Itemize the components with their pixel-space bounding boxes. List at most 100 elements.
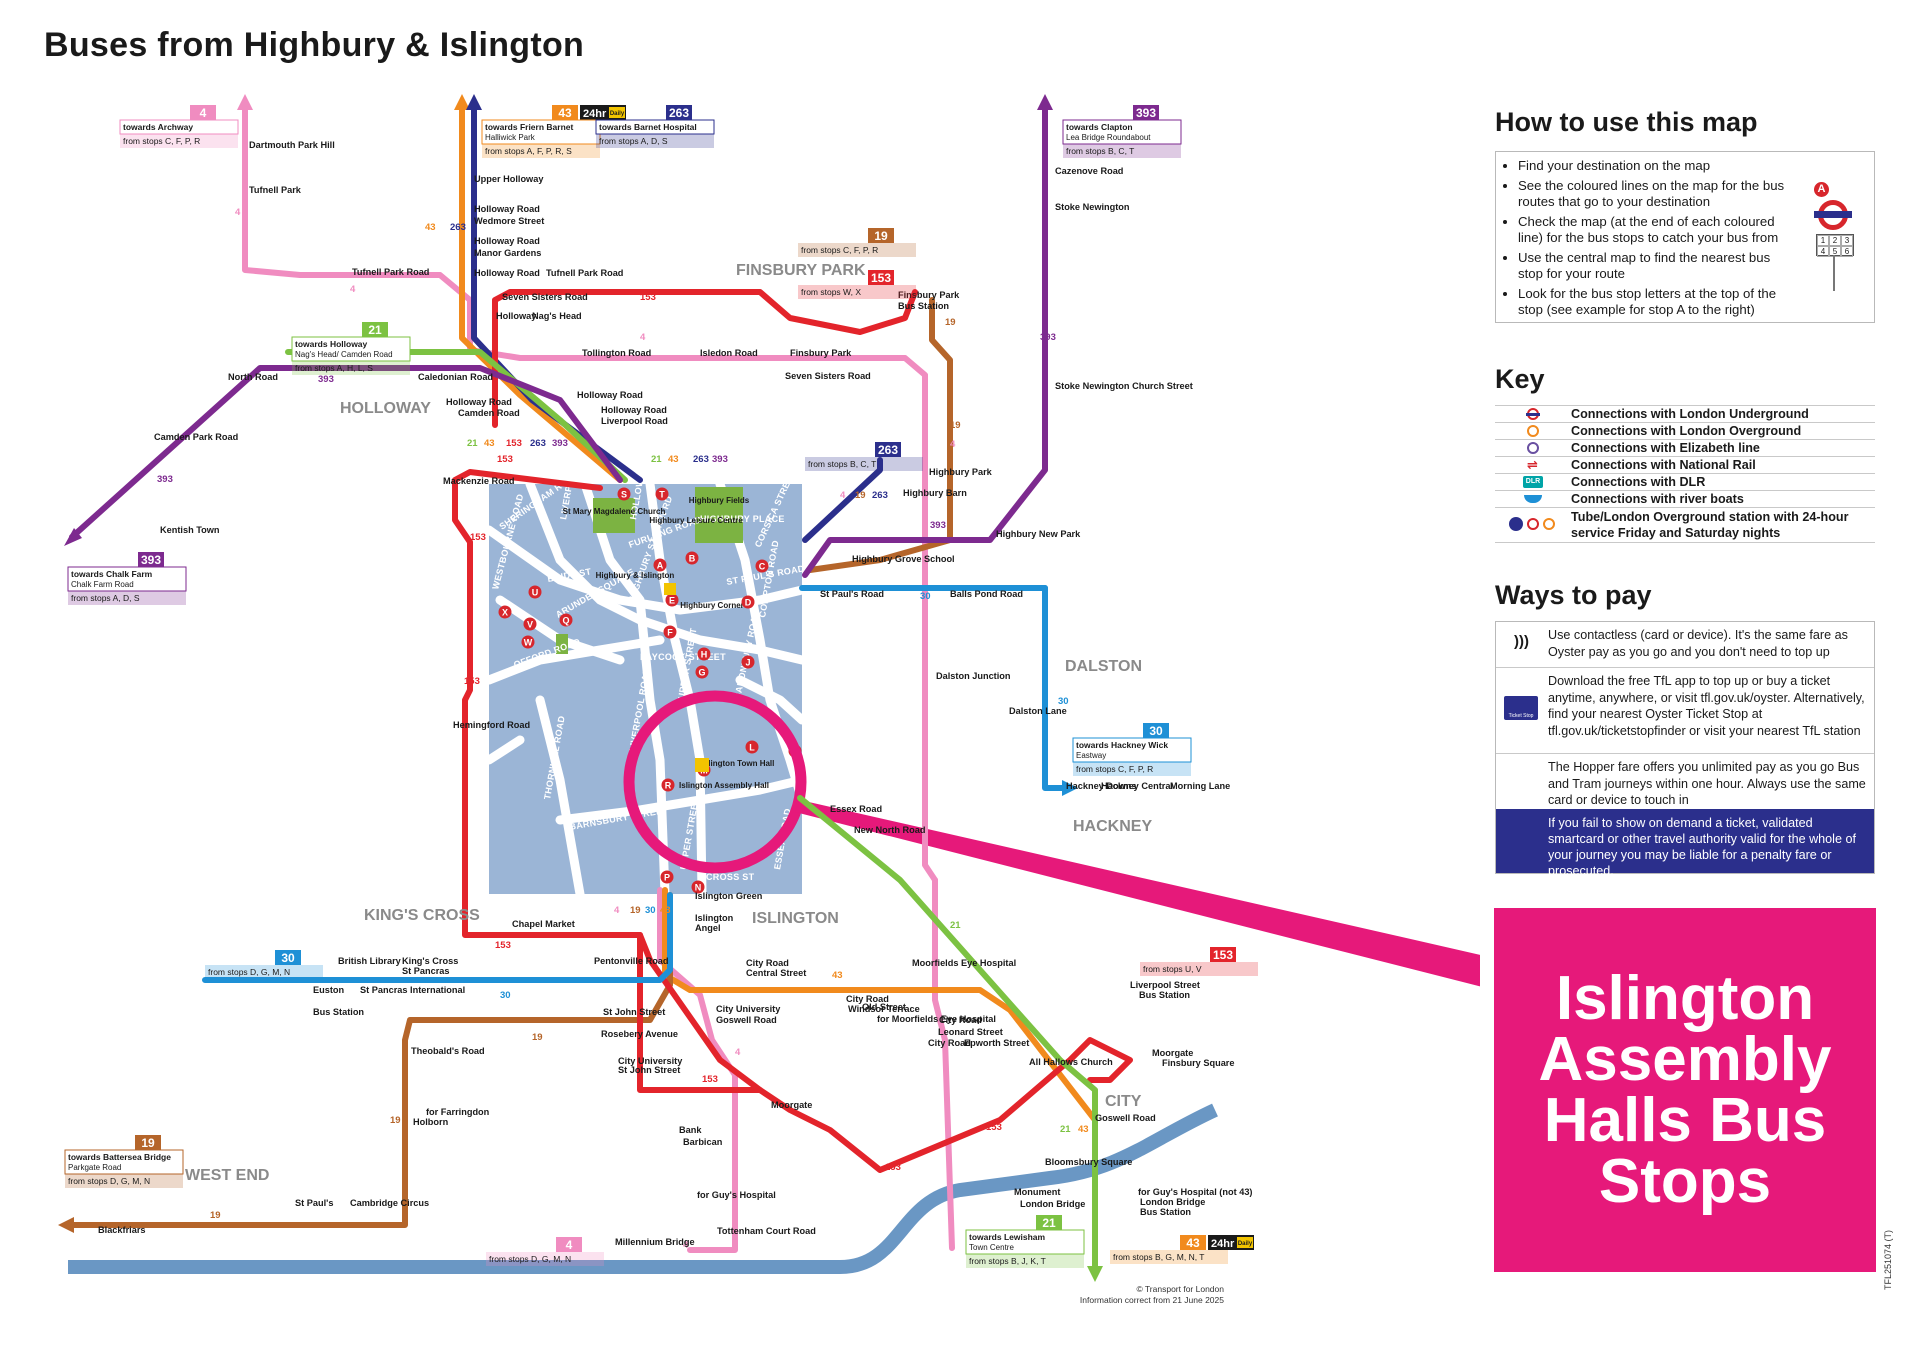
route-box-stops: [68, 591, 186, 605]
info-date: Information correct from 21 June 2025: [1079, 1295, 1224, 1305]
bus-stop-marker: [528, 585, 542, 599]
place-label: St Pancras International: [360, 985, 465, 995]
elizabeth-line-icon: [1527, 442, 1539, 454]
bus-stop-marker: [559, 613, 573, 627]
route-number: 393: [1040, 332, 1056, 343]
place-label: Bus Station: [313, 1007, 364, 1017]
route-box-sub: Town Centre: [969, 1243, 1014, 1252]
route-number-badge: [868, 228, 894, 243]
bus-stop-marker: [755, 559, 769, 573]
bus-stop-letter: V: [527, 620, 533, 630]
place-label: Caledonian Road: [418, 372, 493, 382]
place-label: St Paul's Road: [820, 589, 884, 599]
route-line: [1042, 585, 1068, 791]
route-number: 19: [950, 420, 961, 431]
place-label: Millennium Bridge: [615, 1237, 695, 1247]
underground-icon: [1527, 518, 1539, 530]
bus-stop-marker: [660, 870, 674, 884]
river-boat-icon: [1524, 495, 1542, 503]
place-label: Monument: [1014, 1187, 1060, 1197]
bus-stop-letter: R: [665, 781, 672, 791]
place-label: Central Street: [746, 968, 806, 978]
stop-pole: [1833, 255, 1835, 291]
route-number-label: 30: [1149, 724, 1163, 738]
bus-stop-letter: B: [689, 554, 696, 564]
dlr-icon: DLR: [1523, 476, 1543, 488]
pay-row-hopper: The Hopper fare offers you unlimited pay…: [1496, 754, 1874, 809]
route-number: 4: [735, 1047, 741, 1058]
bus-stop-letter: C: [759, 562, 766, 572]
route-box-towards: [481, 119, 601, 145]
place-label: Goswell Road: [1095, 1113, 1156, 1123]
route-number-badge: [1133, 105, 1159, 120]
bus-stop-letter: Q: [562, 616, 569, 626]
route-box-stops: [1110, 1250, 1228, 1264]
route-box-stops-text: from stops C, F, P, R: [123, 136, 200, 146]
route-number: 21: [467, 438, 478, 449]
route-box-stops: [1063, 144, 1181, 158]
bus-stop-marker: [663, 625, 677, 639]
route-box-stops-text: from stops A, H, L, S: [295, 363, 373, 373]
bus-stop-letter: X: [502, 608, 508, 618]
how-to-step: Look for the bus stop letters at the top…: [1518, 286, 1796, 319]
route-box-towards-text: towards Barnet Hospital: [599, 122, 697, 132]
place-label: Blackfriars: [98, 1225, 146, 1235]
route-number: 30: [645, 905, 656, 916]
route-box-towards-text: towards Archway: [123, 122, 193, 132]
place-label: Holloway Road: [446, 397, 512, 407]
bus-stop-marker: [617, 487, 631, 501]
bus-stop-marker: [691, 880, 705, 894]
place-label: Holloway: [496, 311, 537, 321]
bus-stop-letter: T: [659, 490, 665, 500]
bus-stop-letter: H: [701, 650, 708, 660]
hopper-text: The Hopper fare offers you unlimited pay…: [1548, 760, 1866, 807]
place-label: St John Street: [618, 1065, 680, 1075]
route-number: 153: [506, 438, 522, 449]
route-number: 43: [484, 438, 495, 449]
place-label: Highbury Grove School: [852, 554, 955, 564]
place-label: London Bridge: [1020, 1199, 1085, 1209]
place-label: Essex Road: [830, 804, 882, 814]
landmark-label: Highbury Corner: [680, 601, 744, 610]
bus-stop-letter: L: [749, 743, 755, 753]
route-number-badge: [1180, 1235, 1206, 1250]
route-box-stops-text: from stops B, G, M, N, T: [1113, 1252, 1204, 1262]
place-label: Liverpool Road: [601, 416, 668, 426]
grid-cell: 5: [1829, 246, 1841, 257]
bus-stop-letter: A: [657, 561, 664, 571]
route-number: 263: [530, 438, 546, 449]
route-number-label: 263: [878, 443, 898, 457]
route-number: 43: [832, 970, 843, 981]
place-label: for Farringdon: [426, 1107, 490, 1117]
route-box-towards-text: towards Battersea Bridge: [68, 1152, 171, 1162]
place-label: Tufnell Park Road: [352, 267, 429, 277]
place-label: Euston: [313, 985, 345, 995]
stop-letter-badge: A: [1814, 182, 1829, 197]
route-number-badge: [666, 105, 692, 120]
route-number-badge: [190, 105, 216, 120]
how-to-step: Find your destination on the map: [1518, 158, 1796, 175]
route-number-badge: [275, 950, 301, 965]
route-number: 263: [693, 454, 709, 465]
callout-text: Islington Assembly Halls Bus Stops: [1538, 964, 1832, 1216]
key-row: Connections with Elizabeth line: [1495, 439, 1875, 457]
place-label: City University: [716, 1004, 781, 1014]
route-number: 393: [157, 474, 173, 485]
place-label: Balls Pond Road: [950, 589, 1023, 599]
route-number-badge: [362, 322, 388, 337]
route-box-stops-text: from stops U, V: [1143, 964, 1202, 974]
place-label: Goswell Road: [716, 1015, 777, 1025]
how-to-use-panel: Find your destination on the map See the…: [1495, 151, 1875, 323]
route-number-badge: [1210, 947, 1236, 962]
copyright: © Transport for London: [1136, 1284, 1224, 1294]
route-box-towards: [64, 1149, 184, 1175]
key-label: Connections with London Underground: [1571, 407, 1809, 421]
route-number-label: 263: [669, 106, 689, 120]
route-number-badge: [868, 270, 894, 285]
route-number: 4: [350, 284, 356, 295]
route-box-stops-text: from stops A, F, P, R, S: [485, 146, 572, 156]
place-label: Tottenham Court Road: [717, 1226, 816, 1236]
place-label: St Paul's: [295, 1198, 333, 1208]
area-label: HOLLOWAY: [340, 400, 431, 417]
key-row: Tube/London Overground station with 24-h…: [1495, 507, 1875, 543]
